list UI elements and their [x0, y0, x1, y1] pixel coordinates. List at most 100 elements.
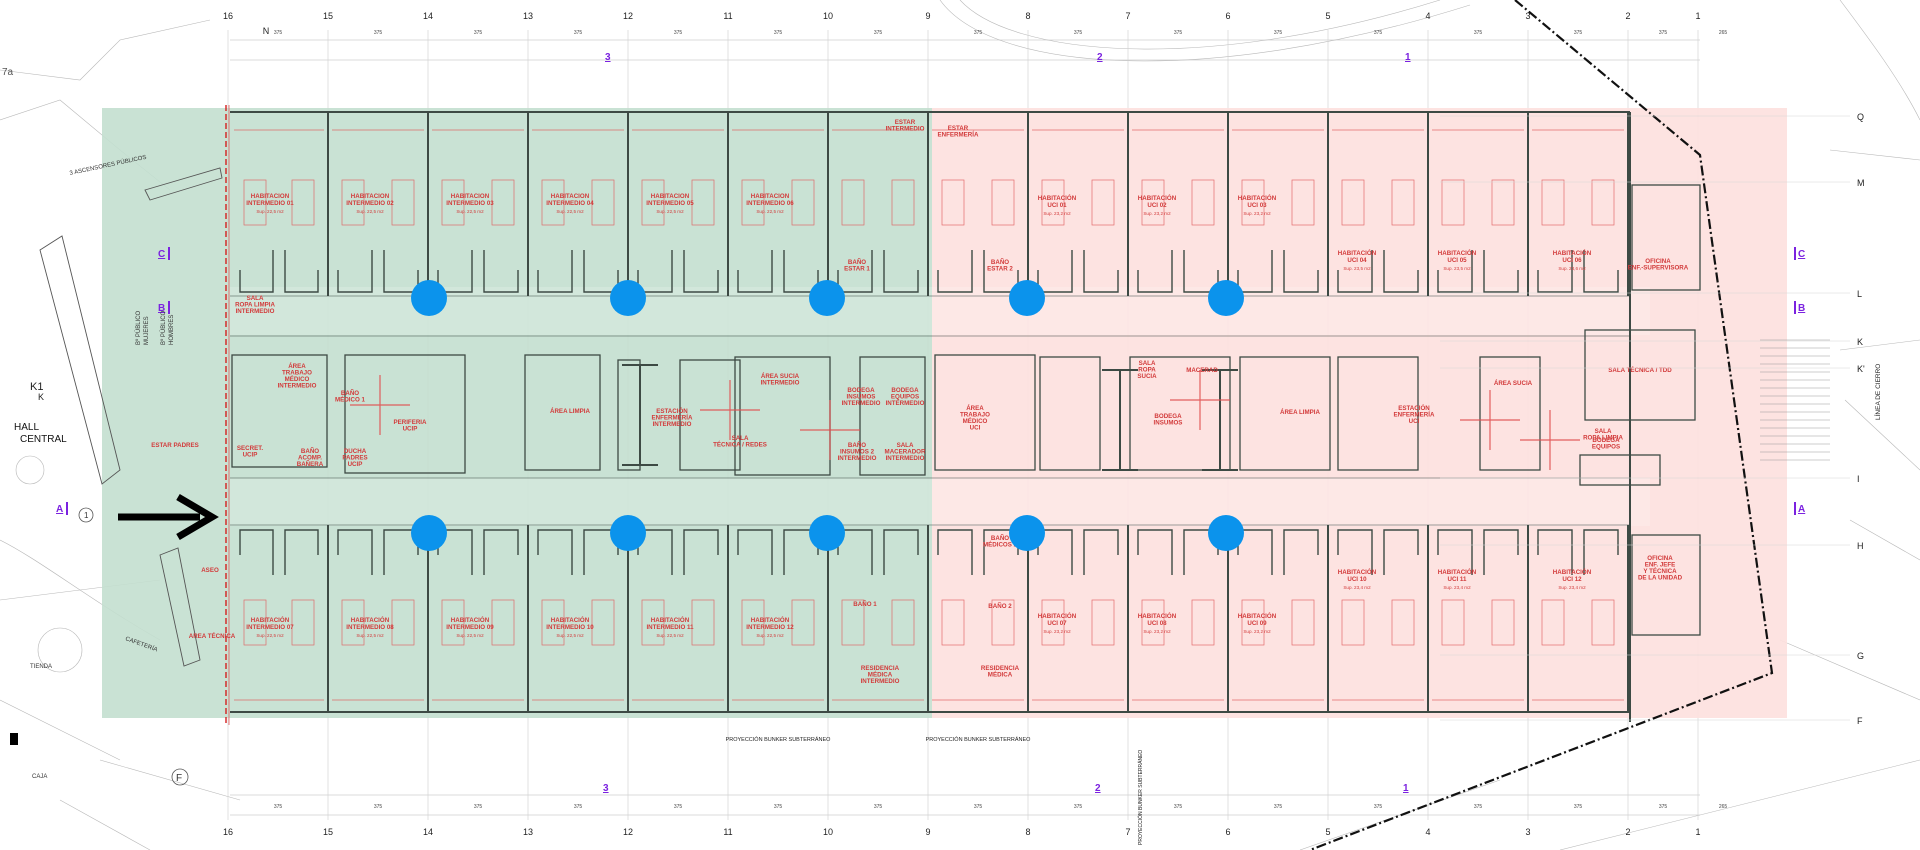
- structural-wall: [1102, 369, 1138, 471]
- room-area: Sup. 22,5 m2: [656, 209, 684, 214]
- bed-fixture: [1241, 179, 1265, 226]
- room-name: UCI: [970, 425, 981, 432]
- room-name: INTERMEDIO: [842, 400, 881, 407]
- bed-fixture: [1041, 599, 1065, 646]
- bathroom-wall: [1237, 250, 1273, 293]
- column-axis-label: 7: [1125, 827, 1130, 837]
- room-name: INTERMEDIO: [886, 126, 925, 133]
- bed-fixture: [591, 599, 615, 646]
- bed-fixture: [641, 179, 665, 226]
- section-marker-top: 3: [605, 52, 611, 63]
- room-name: INTERMEDIO: [236, 308, 275, 315]
- room-name: ÁREA: [966, 405, 984, 412]
- room-name: OFICINA: [1645, 258, 1671, 265]
- structural-marker-icon: [610, 280, 646, 316]
- bed-fixture: [741, 599, 765, 646]
- column-axis-label: 8: [1025, 11, 1030, 21]
- column-axis-label: 11: [723, 827, 732, 837]
- room-name: UCIP: [403, 426, 418, 433]
- structural-markers: [411, 280, 1244, 551]
- dimension-mark: 375: [374, 804, 383, 810]
- dimension-mark: 375: [774, 804, 783, 810]
- room-name: RESIDENCIA: [981, 665, 1020, 672]
- bed-fixture: [941, 599, 965, 646]
- room-name: SECRET.: [237, 445, 263, 452]
- room-name: MÉDICOS 2: [983, 541, 1018, 549]
- core-room-label: ÁREA LIMPIA: [1280, 409, 1321, 416]
- room-name: ENFERMERÍA: [1394, 411, 1435, 419]
- room-name: TRABAJO: [960, 412, 990, 419]
- column-axis-label: 1: [1695, 11, 1700, 21]
- room-name: INTERMEDIO 04: [546, 200, 594, 207]
- estar-padres-label: ESTAR PADRES: [151, 442, 199, 449]
- bano-hombres-line2: HOMBRES: [169, 315, 175, 345]
- bed-fixture: [1241, 599, 1265, 646]
- room-name: INTERMEDIO 01: [246, 200, 294, 207]
- bed-fixture: [1391, 599, 1415, 646]
- room-name: INTERMEDIO 05: [646, 200, 694, 207]
- structural-marker-icon: [1208, 515, 1244, 551]
- bed-fixture: [1591, 179, 1615, 226]
- bathroom-wall: [1337, 250, 1373, 293]
- row-axis-label: G: [1857, 651, 1864, 661]
- bathroom-wall: [1183, 250, 1219, 293]
- bathroom-wall: [583, 250, 619, 293]
- column-axis-label: 16: [223, 827, 233, 837]
- column-axis-label: 6: [1225, 827, 1230, 837]
- room-name: ESTAR: [895, 119, 916, 126]
- room-name: UCI 05: [1447, 257, 1467, 264]
- core-room-label: ÁREA LIMPIA: [550, 408, 591, 415]
- room-name: BAÑERA: [297, 461, 324, 468]
- core-room-label: SALA TÉCNICA / TDD: [1608, 366, 1672, 374]
- bathroom-wall: [1583, 250, 1619, 293]
- bathroom-wall: [337, 250, 373, 293]
- room-name: HABITACION: [351, 193, 390, 200]
- room-name: PADRES: [342, 455, 367, 462]
- room-name: ENFERMERÍA: [938, 131, 979, 139]
- stairs: [1760, 339, 1830, 461]
- exterior-wall: [144, 167, 223, 201]
- column-axis-label: 13: [523, 11, 533, 21]
- room-area: Sup. 23,2 m2: [1243, 629, 1271, 634]
- detail-line: [1520, 410, 1580, 470]
- room-name: HABITACION: [751, 193, 790, 200]
- bed-fixture: [1091, 179, 1115, 226]
- bathroom-wall: [284, 529, 319, 575]
- section-marker-left: A: [56, 504, 63, 515]
- pink-zone-uci: [932, 108, 1787, 718]
- room-name: MÉDICA: [868, 671, 893, 679]
- room-name: ESTACIÓN: [1398, 404, 1430, 412]
- core-room-wall: [1579, 454, 1661, 486]
- room-name: MÉDICA: [988, 671, 1013, 679]
- room-name: INTERMEDIO 06: [746, 200, 794, 207]
- bathroom-wall: [837, 250, 873, 293]
- f-circle: [171, 768, 189, 786]
- bed-fixture: [1541, 179, 1565, 226]
- dimension-mark: 375: [1659, 30, 1668, 36]
- entrance-arrow-icon: [118, 493, 219, 541]
- bed-fixture: [691, 179, 715, 226]
- bed-fixture: [1441, 179, 1465, 226]
- room-name: ROPA LIMPIA: [1583, 435, 1623, 442]
- room-name: EQUIPOS: [1592, 444, 1620, 451]
- room-name: INSUMOS 2: [840, 449, 875, 456]
- linea-cierre-label: LÍNEA DE CIERRO: [1873, 364, 1882, 420]
- structural-marker-icon: [1208, 280, 1244, 316]
- dimension-mark: 265: [1719, 804, 1728, 810]
- office-wall: [1631, 534, 1701, 636]
- column-axis-label: 8: [1025, 827, 1030, 837]
- bed-fixture: [941, 179, 965, 226]
- room-name: SUCIA: [1137, 373, 1157, 380]
